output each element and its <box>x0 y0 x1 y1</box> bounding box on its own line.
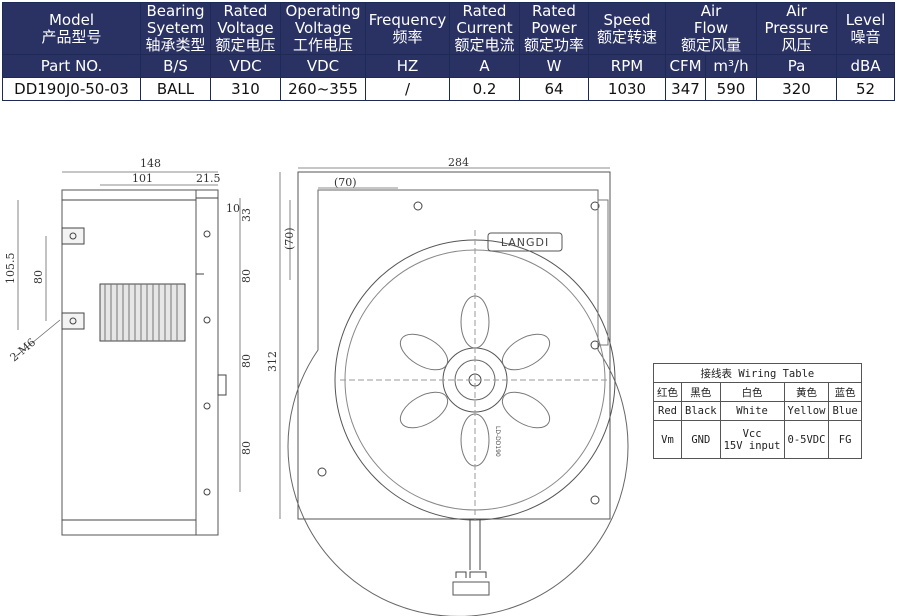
dim-top-offset: 10 <box>226 202 240 215</box>
value-cell: 320 <box>756 77 837 101</box>
unit-cell: HZ <box>365 54 450 78</box>
color-en: Red <box>653 401 682 421</box>
function-cell: GND <box>681 420 721 459</box>
value-cell: 260~355 <box>280 77 366 101</box>
unit-cell: CFM <box>665 54 706 78</box>
unit-cell: Part NO. <box>2 54 141 78</box>
dim-flange: 21.5 <box>196 172 221 185</box>
function-cell: 0-5VDC <box>783 420 830 459</box>
dim-left-height: 105.5 <box>4 253 17 285</box>
unit-cell: W <box>519 54 589 78</box>
dim-outlet-height: (70) <box>283 227 296 250</box>
dim-total-width: 148 <box>140 157 161 170</box>
value-cell: BALL <box>140 77 211 101</box>
unit-cell: RPM <box>588 54 666 78</box>
color-zh: 黄色 <box>783 382 830 402</box>
dim-pitch-3: 80 <box>240 441 253 455</box>
function-vcc: Vcc <box>742 427 762 440</box>
dim-body-width: 101 <box>132 172 153 185</box>
value-cell: 347 <box>665 77 706 101</box>
dim-outlet-width: (70) <box>334 176 357 189</box>
value-cell: 310 <box>210 77 281 101</box>
function-vcc-note: 15V input <box>723 439 781 452</box>
side-view <box>61 189 227 536</box>
technical-drawing: 148 101 21.5 10 33 80 80 80 105.5 80 2-M… <box>4 156 629 616</box>
dim-front-width: 284 <box>448 156 469 169</box>
unit-cell: VDC <box>210 54 281 78</box>
front-view <box>287 171 629 616</box>
unit-cell: Pa <box>756 54 837 78</box>
unit-cell: B/S <box>140 54 211 78</box>
value-cell: 1030 <box>588 77 666 101</box>
color-zh: 白色 <box>719 382 785 402</box>
color-en: White <box>719 401 785 421</box>
dim-top-pitch: 33 <box>240 208 253 222</box>
color-en: Black <box>681 401 721 421</box>
unit-cell: m³/h <box>705 54 757 78</box>
value-cell: 52 <box>836 77 895 101</box>
dim-holes: 2-M6 <box>8 336 39 365</box>
function-cell: Vm <box>653 420 682 459</box>
wiring-table: 接线表 Wiring Table 红色 黑色 白色 黄色 蓝色 Red Blac… <box>653 363 862 459</box>
color-en: Yellow <box>783 401 830 421</box>
value-cell: 0.2 <box>449 77 520 101</box>
color-en: Blue <box>828 401 862 421</box>
dim-left-pitch: 80 <box>32 270 45 284</box>
value-cell: / <box>365 77 450 101</box>
value-cell: DD190J0-50-03 <box>2 77 141 101</box>
function-cell: FG <box>828 420 862 459</box>
dim-pitch-2: 80 <box>240 354 253 368</box>
wiring-table-title: 接线表 Wiring Table <box>653 363 862 383</box>
color-zh: 红色 <box>653 382 682 402</box>
dim-front-height: 312 <box>266 351 279 372</box>
color-zh: 蓝色 <box>828 382 862 402</box>
color-zh: 黑色 <box>681 382 721 402</box>
value-cell: 590 <box>705 77 757 101</box>
hub-label: LD-DD190 <box>494 426 501 457</box>
unit-cell: A <box>449 54 520 78</box>
value-cell: 64 <box>519 77 589 101</box>
dim-pitch-1: 80 <box>240 269 253 283</box>
unit-cell: VDC <box>280 54 366 78</box>
unit-cell: dBA <box>836 54 895 78</box>
brand-label: LANGDI <box>501 236 549 249</box>
